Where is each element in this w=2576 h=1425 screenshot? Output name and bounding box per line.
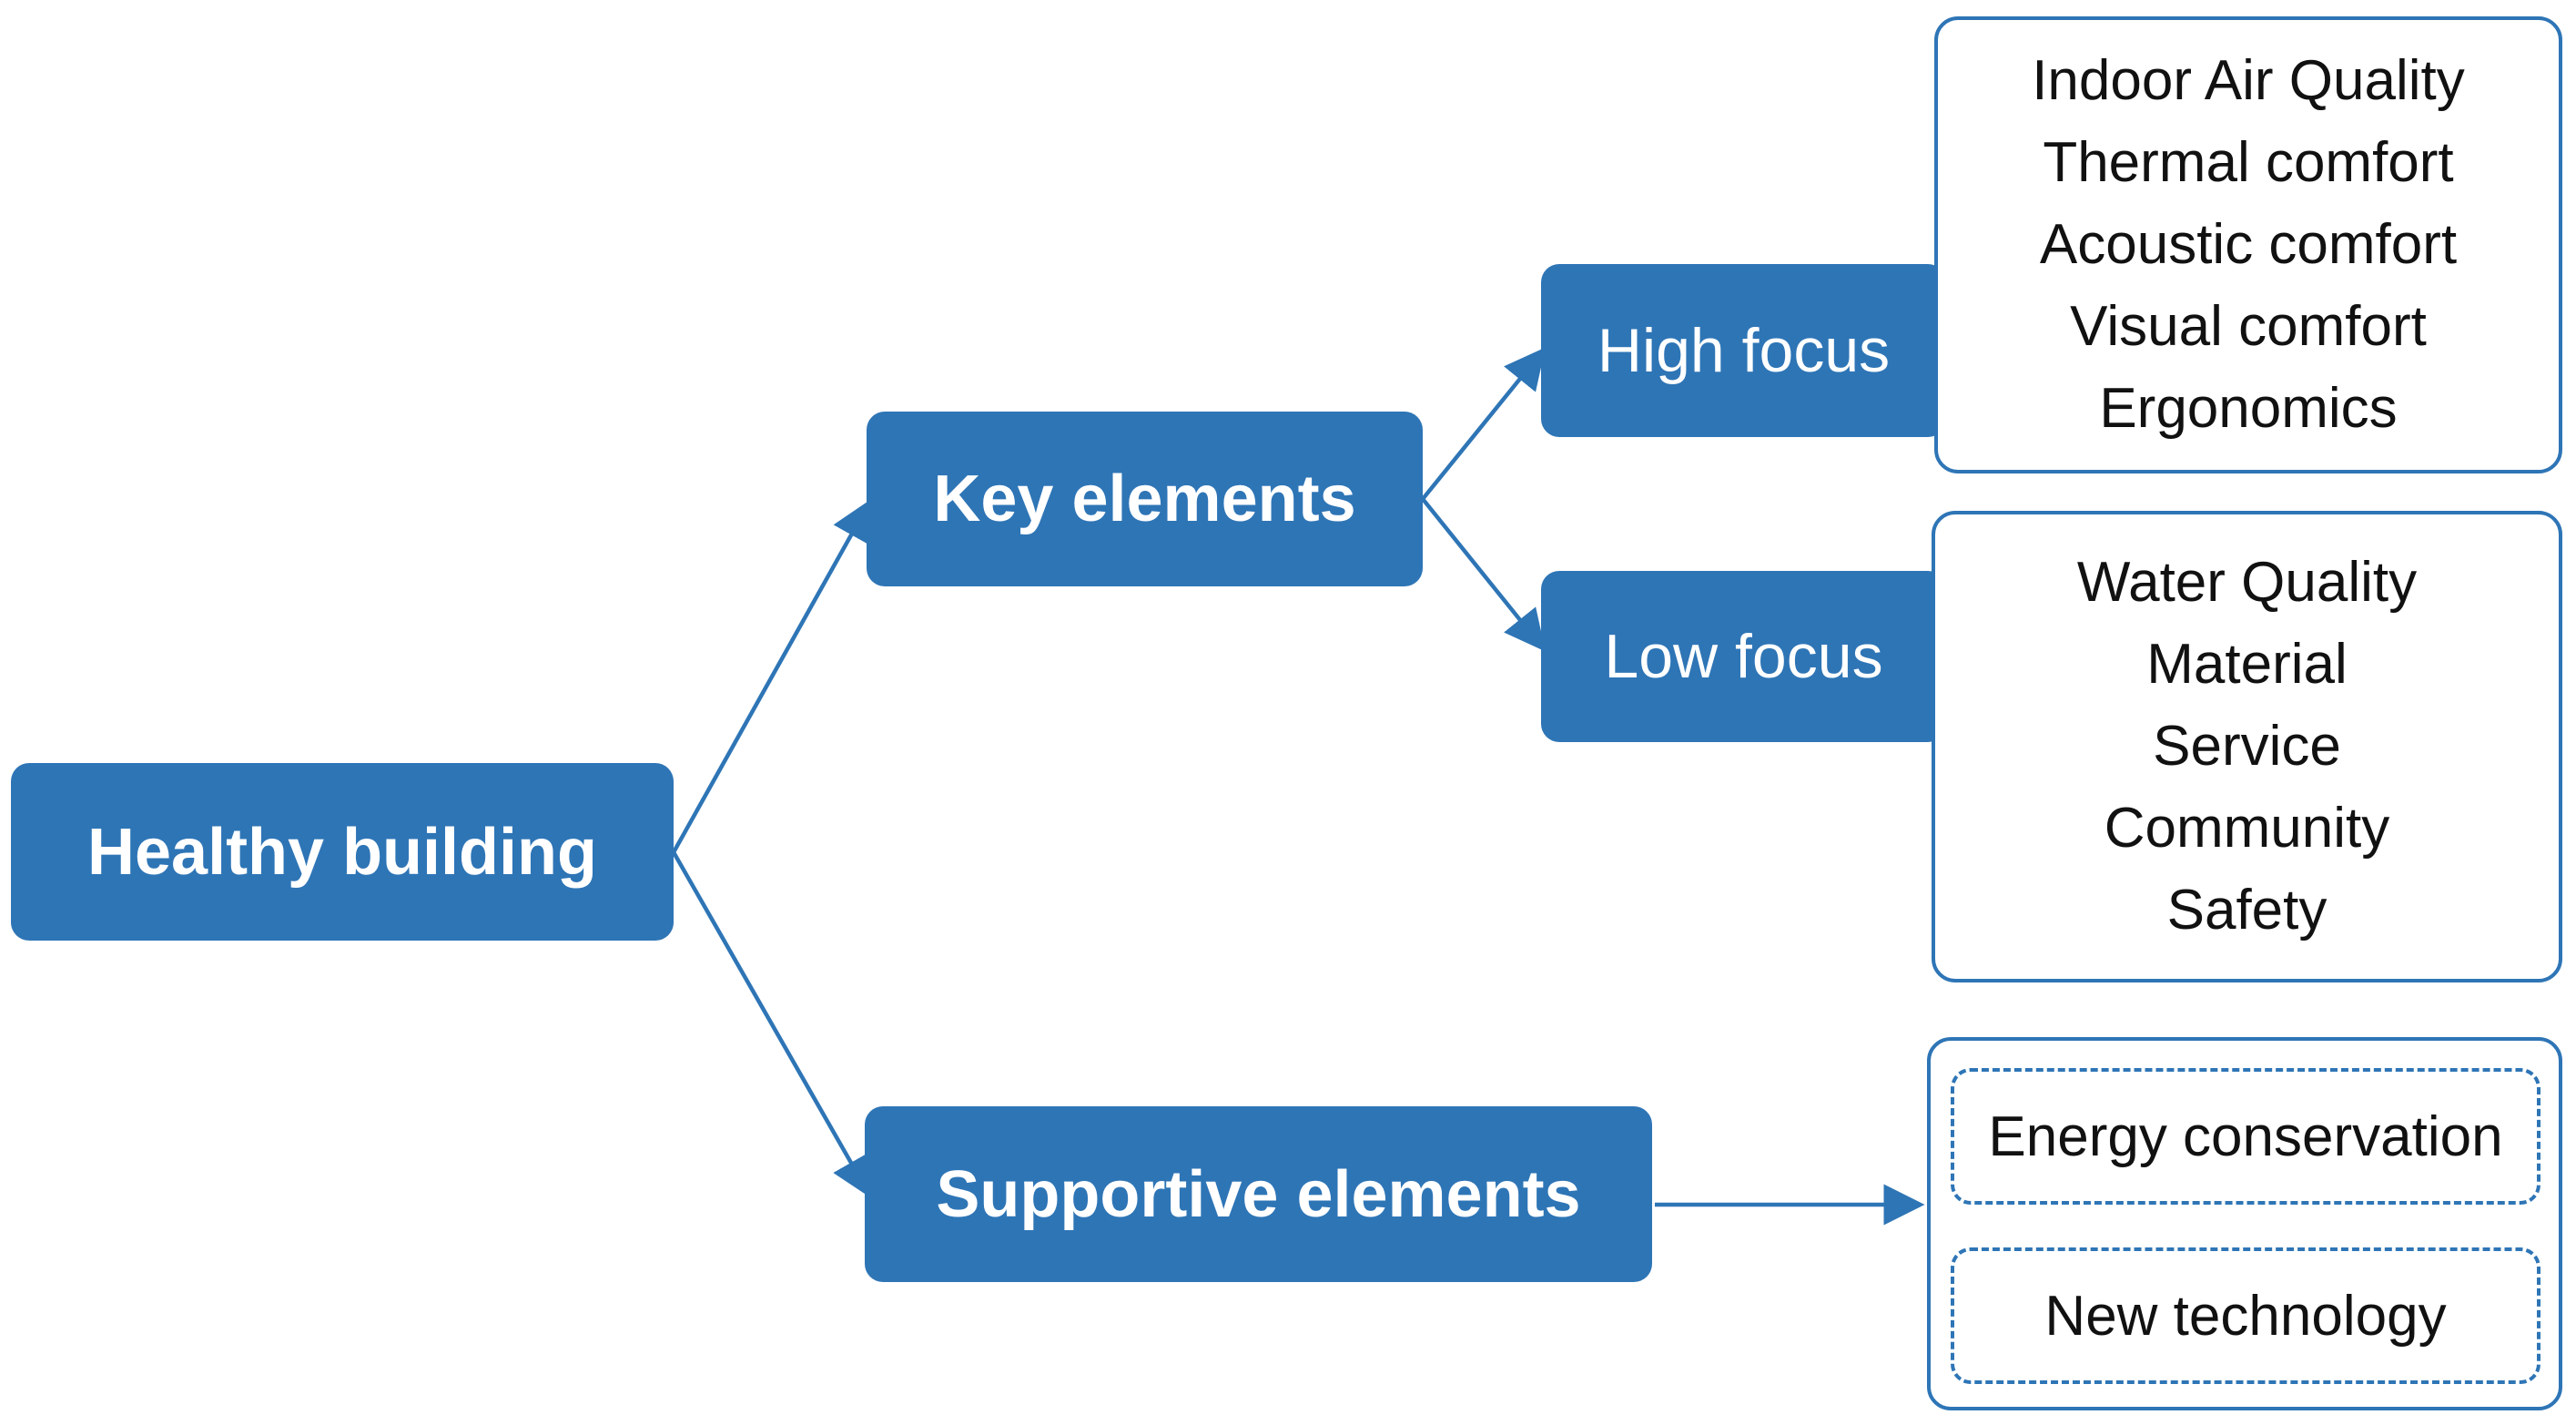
low-focus-node: Low focus [1541,571,1946,742]
low-focus-items-panel: Water Quality Material Service Community… [1932,511,2562,982]
low-focus-item: Material [2146,633,2348,696]
supportive-items-panel [1927,1037,2562,1410]
high-focus-item: Visual comfort [2070,295,2427,358]
supportive-elements-label: Supportive elements [936,1157,1581,1231]
supportive-elements-node: Supportive elements [865,1106,1652,1282]
low-focus-item: Service [2153,715,2341,778]
healthy-building-node: Healthy building [11,763,674,941]
energy-conservation-label: Energy conservation [1988,1104,2503,1168]
high-focus-item: Indoor Air Quality [2032,49,2465,112]
key-elements-label: Key elements [933,463,1356,535]
low-focus-label: Low focus [1604,622,1883,691]
high-focus-item: Thermal comfort [2043,131,2454,194]
new-technology-box: New technology [1951,1247,2541,1384]
arrow-key-elements-to-low-focus [1421,497,1546,652]
arrow-root-to-supportive-elements [672,850,872,1198]
energy-conservation-box: Energy conservation [1951,1068,2541,1205]
healthy-building-label: Healthy building [86,815,597,889]
arrow-key-elements-to-high-focus [1421,347,1546,501]
low-focus-item: Water Quality [2076,551,2418,614]
high-focus-items-panel: Indoor Air Quality Thermal comfort Acous… [1934,16,2562,473]
high-focus-item: Ergonomics [2099,377,2398,440]
high-focus-label: High focus [1597,316,1891,385]
high-focus-node: High focus [1541,264,1946,437]
arrow-root-to-key-elements [672,499,872,854]
low-focus-item: Community [2104,797,2390,860]
key-elements-node: Key elements [867,412,1423,586]
low-focus-item: Safety [2166,879,2328,942]
new-technology-label: New technology [2044,1284,2447,1348]
high-focus-item: Acoustic comfort [2039,213,2458,276]
